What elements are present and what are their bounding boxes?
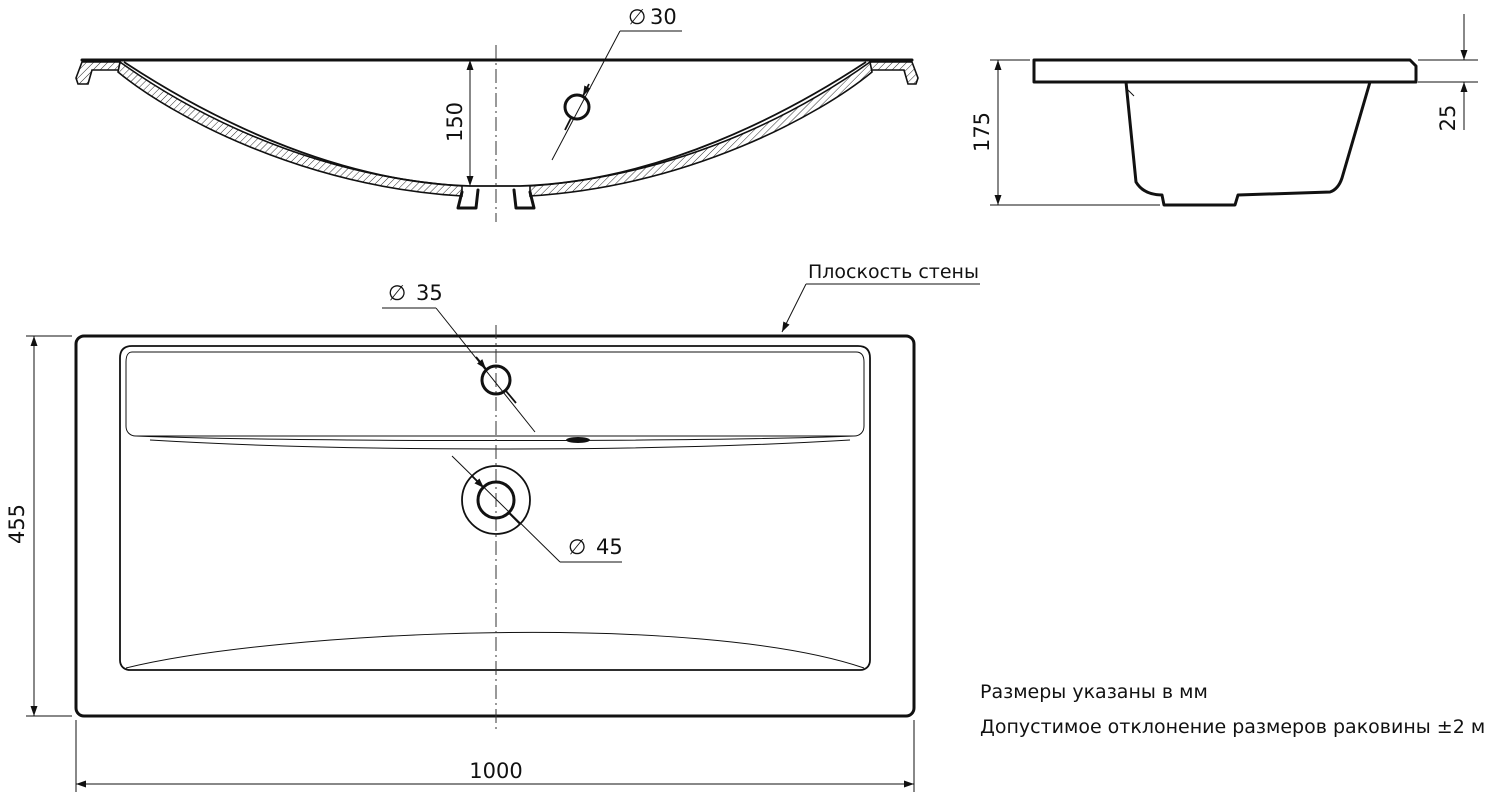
bowl-inner-curve bbox=[123, 61, 867, 187]
note-tolerance: Допустимое отклонение размеров раковины … bbox=[980, 716, 1485, 738]
plan-shelf-slope-2 bbox=[149, 439, 851, 450]
wall-plane-leader bbox=[781, 283, 807, 333]
dim-45-label: 45 bbox=[596, 535, 623, 559]
dim-175-label: 175 bbox=[970, 112, 994, 152]
note-units: Размеры указаны в мм bbox=[980, 681, 1208, 703]
side-view: 175 25 bbox=[970, 14, 1478, 207]
drain-hole bbox=[476, 480, 516, 520]
dim-35-label: 35 bbox=[416, 281, 443, 305]
dim-1000-label: 1000 bbox=[469, 759, 522, 783]
side-top-slab bbox=[1032, 58, 1418, 84]
dim-arrows-30 bbox=[564, 83, 589, 131]
bowl-shell-section bbox=[117, 60, 463, 197]
drain-outlet bbox=[456, 188, 536, 210]
dim-leader-35 bbox=[435, 307, 536, 433]
dim-arrows-35 bbox=[476, 356, 517, 404]
dim-150-label: 150 bbox=[443, 102, 467, 142]
diameter-symbol-45: ∅ bbox=[568, 535, 586, 559]
overflow-slot bbox=[566, 437, 590, 443]
faucet-hole-front bbox=[563, 93, 591, 121]
dim-leader-45 bbox=[451, 455, 561, 563]
diameter-symbol-35: ∅ bbox=[388, 281, 406, 305]
front-section-view: 150 ∅ 30 bbox=[75, 5, 919, 222]
dim-455-label: 455 bbox=[5, 504, 29, 544]
dim-30-label: 30 bbox=[650, 5, 677, 29]
wall-plane-label: Плоскость стены bbox=[808, 261, 979, 283]
diameter-symbol-30: ∅ bbox=[628, 5, 646, 29]
plan-shelf-slope bbox=[135, 435, 855, 441]
side-bowl bbox=[1124, 80, 1372, 207]
plan-front-slope bbox=[125, 631, 865, 669]
plan-outer-contour bbox=[74, 334, 916, 718]
dim-arrows-45 bbox=[471, 475, 521, 525]
rim-right-section bbox=[864, 61, 919, 85]
bowl-shell-section-right bbox=[529, 60, 873, 197]
plan-bowl-outline bbox=[119, 345, 871, 671]
dim-leader-30 bbox=[551, 30, 621, 161]
drain-outer-ring bbox=[461, 465, 531, 535]
dim-25-label: 25 bbox=[1436, 105, 1460, 132]
plan-view: ∅ 35 ∅ 45 Плоскость стены 455 1000 bbox=[5, 261, 980, 792]
notes: Размеры указаны в мм Допустимое отклонен… bbox=[980, 681, 1485, 738]
rim-left-section bbox=[75, 61, 126, 85]
side-bowl-inner bbox=[1127, 89, 1135, 97]
